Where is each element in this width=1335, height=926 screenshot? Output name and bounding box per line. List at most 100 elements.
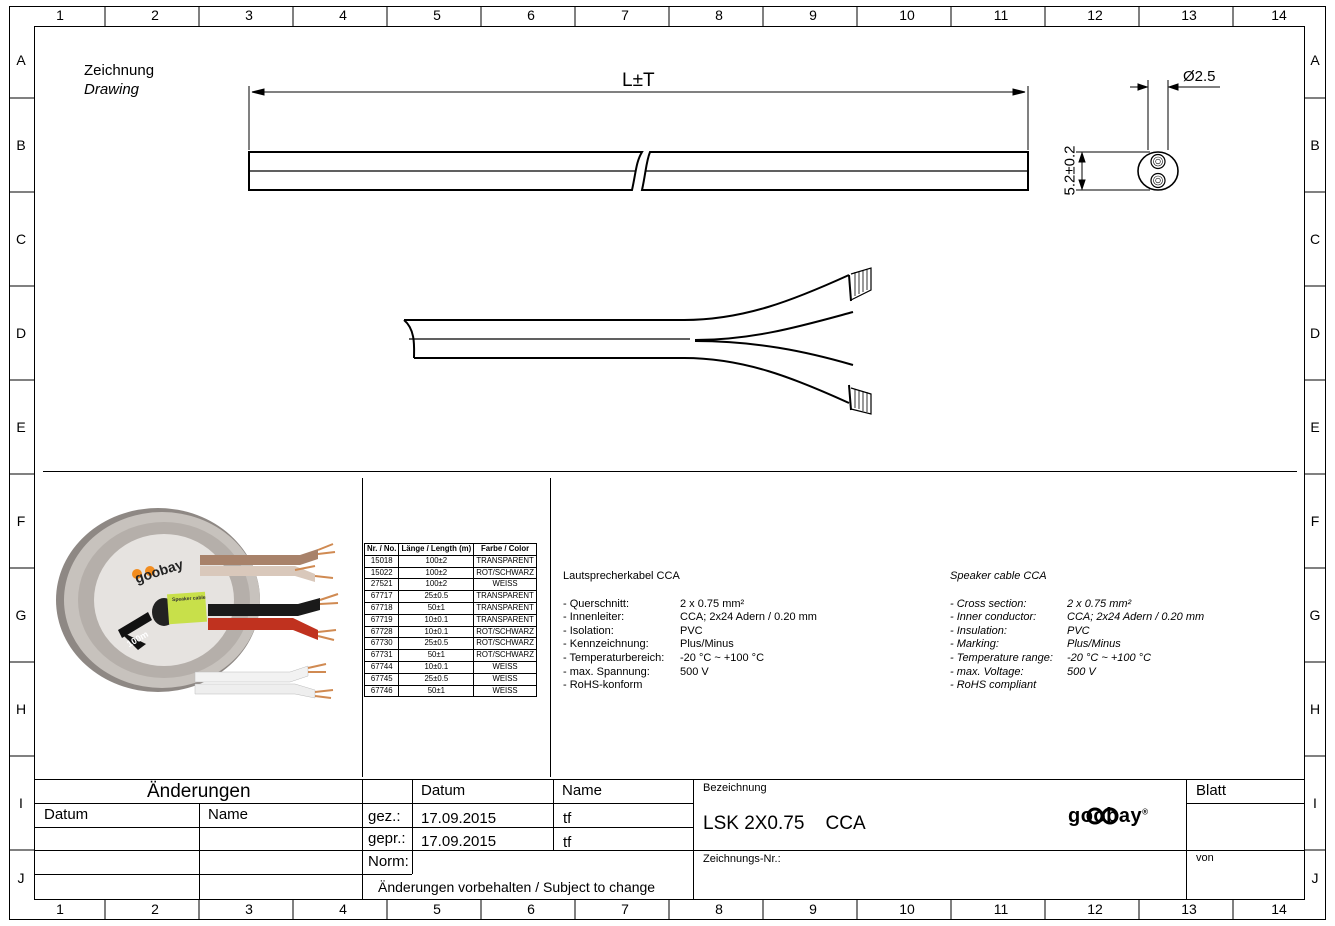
spec-key: Inner conductor:	[956, 611, 1037, 624]
table-cell: ROT/SCHWARZ	[473, 625, 537, 639]
grid-row-label: J	[1311, 870, 1319, 886]
norm-label: Norm:	[368, 853, 409, 870]
grid-row-label: D	[1309, 325, 1321, 341]
spec-key: Marking:	[956, 638, 999, 651]
spec-row: - Marking:Plus/Minus	[950, 638, 1121, 651]
datum-header: Datum	[421, 782, 466, 799]
grid-col-label: 12	[1087, 7, 1103, 23]
spec-value: 500 V	[1067, 665, 1096, 678]
table-cell: WEISS	[473, 672, 537, 686]
table-cell: 67719	[363, 613, 400, 627]
table-cell: 10±0.1	[398, 660, 475, 674]
spec-value: CCA; 2x24 Adern / 0.20 mm	[680, 611, 817, 624]
grid-row-label: G	[1309, 607, 1321, 623]
table-cell: 67745	[363, 672, 400, 686]
spec-value: Plus/Minus	[1067, 638, 1121, 651]
grid-col-label: 11	[993, 901, 1009, 917]
table-cell: 50±1	[398, 649, 475, 662]
table-header: Länge / Length (m)	[398, 543, 475, 556]
grid-row-label: E	[1310, 419, 1320, 435]
drawing-number-label: Zeichnungs-Nr.:	[703, 853, 781, 865]
drawing-title-de: Zeichnung	[84, 62, 155, 79]
table-cell: 100±2	[398, 554, 475, 568]
spec-key: RoHS-konform	[569, 679, 643, 692]
spec-row: - Kennzeichnung:Plus/Minus	[563, 638, 734, 651]
grid-row-label: J	[17, 870, 25, 886]
grid-row-label: H	[1309, 701, 1321, 717]
grid-col-label: 4	[339, 7, 347, 23]
spec-value: -20 °C ~ +100 °C	[1067, 651, 1152, 664]
spec-row: - max. Voltage:500 V	[950, 665, 1096, 678]
spec-title: Lautsprecherkabel CCA	[563, 570, 680, 582]
spec-title: Speaker cable CCA	[950, 570, 1047, 582]
designation: LSK 2X0.75 CCA	[703, 813, 866, 834]
grid-row-label: B	[1310, 137, 1320, 153]
spec-value: PVC	[680, 624, 703, 637]
table-cell: 67746	[363, 684, 400, 698]
grid-row-label: F	[1310, 513, 1320, 529]
spec-value: PVC	[1067, 624, 1090, 637]
grid-row-label: D	[15, 325, 27, 341]
grid-col-label: 3	[245, 7, 253, 23]
grid-col-label: 8	[715, 7, 723, 23]
sheet-label: Blatt	[1196, 782, 1227, 799]
grid-col-label: 3	[245, 901, 253, 917]
table-cell: 15018	[363, 554, 400, 568]
table-cell: WEISS	[473, 578, 537, 592]
table-header-row: Nr. / No. Länge / Length (m) Farbe / Col…	[363, 543, 537, 556]
table-cell: 67731	[363, 649, 400, 662]
table-cell: 25±0.5	[398, 637, 475, 651]
grid-row-label: C	[1309, 231, 1321, 247]
spec-key: Innenleiter:	[569, 611, 625, 624]
grid-col-label: 8	[715, 901, 723, 917]
grid-row-label: I	[1313, 795, 1317, 811]
spec-row: - Temperaturbereich:-20 °C ~ +100 °C	[563, 651, 765, 664]
grid-col-label: 10	[899, 901, 915, 917]
grid-col-label: 13	[1181, 901, 1197, 917]
grid-row-label: A	[16, 52, 26, 68]
grid-col-label: 6	[527, 901, 535, 917]
grid-ticks	[9, 6, 1326, 919]
grid-col-label: 9	[809, 7, 817, 23]
spec-row: - Querschnitt:2 x 0.75 mm²	[563, 597, 745, 610]
grid-row-label: E	[16, 419, 26, 435]
spec-key: max. Spannung:	[569, 665, 650, 678]
spec-value: 2 x 0.75 mm²	[680, 597, 745, 610]
brand-name: goobay	[1068, 805, 1143, 827]
grid-row-label: C	[15, 231, 27, 247]
grid-row-label: H	[15, 701, 27, 717]
grid-col-label: 11	[993, 7, 1009, 23]
grid-row-label: A	[1310, 52, 1320, 68]
gez-date: 17.09.2015	[421, 810, 497, 827]
table-cell: ROT/SCHWARZ	[473, 566, 537, 580]
table-cell: 100±2	[398, 578, 475, 592]
drawing-title: Zeichnung Drawing	[84, 61, 154, 99]
spec-row: - RoHS-konform	[563, 679, 643, 692]
grid-col-label: 12	[1087, 901, 1103, 917]
table-cell: 50±1	[398, 684, 475, 698]
spec-value: -20 °C ~ +100 °C	[680, 651, 765, 664]
grid-col-label: 14	[1271, 901, 1287, 917]
spec-row: - Isolation:PVC	[563, 624, 703, 637]
grid-col-label: 2	[151, 901, 159, 917]
title-block-lines	[34, 779, 1304, 899]
length-label: L±T	[622, 70, 655, 91]
table-cell: 50±1	[398, 601, 475, 615]
table-cell: 10±0.1	[398, 613, 475, 627]
table-cell: 67717	[363, 590, 400, 603]
table-cell: 25±0.5	[398, 590, 475, 603]
spec-row: - RoHS compliant	[950, 679, 1037, 692]
table-cell: 10±0.1	[398, 625, 475, 639]
spec-key: Isolation:	[569, 624, 614, 637]
height-label: 5.2±0.2	[1061, 145, 1079, 196]
